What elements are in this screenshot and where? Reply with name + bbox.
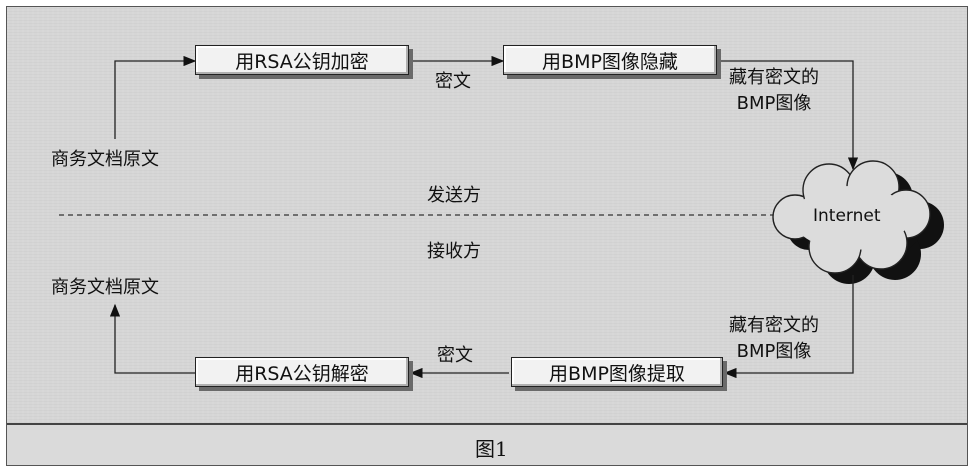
bmp-hide-box: 用BMP图像隐藏 bbox=[503, 45, 717, 75]
ciphertext-label-top: 密文 bbox=[435, 71, 471, 92]
caption-bar: 图1 bbox=[7, 423, 967, 465]
arrow-source-to-encrypt bbox=[114, 55, 197, 139]
rsa-decrypt-box: 用RSA公钥解密 bbox=[195, 357, 409, 387]
sender-side-label: 发送方 bbox=[427, 185, 481, 206]
stego-image-label-top: 藏有密文的 BMP图像 bbox=[729, 65, 819, 117]
result-document-label: 商务文档原文 bbox=[51, 277, 159, 298]
arrow-decrypt-to-result bbox=[109, 303, 195, 374]
arrow-internet-to-extract bbox=[723, 275, 854, 379]
figure-caption: 图1 bbox=[475, 437, 508, 461]
arrow-hide-to-internet bbox=[719, 60, 859, 171]
bmp-extract-box: 用BMP图像提取 bbox=[511, 357, 723, 387]
diagram-figure: 商务文档原文 用RSA公钥加密 密文 用BMP图像隐藏 藏有密文的 BMP图像 … bbox=[6, 6, 968, 466]
diagram-connectors bbox=[59, 55, 944, 379]
rsa-encrypt-box: 用RSA公钥加密 bbox=[195, 45, 409, 75]
receiver-side-label: 接收方 bbox=[427, 241, 481, 262]
source-document-label: 商务文档原文 bbox=[51, 149, 159, 170]
ciphertext-label-bottom: 密文 bbox=[437, 345, 473, 366]
stego-image-label-bottom: 藏有密文的 BMP图像 bbox=[729, 313, 819, 365]
stego-label-bottom-line1: 藏有密文的 bbox=[729, 315, 819, 336]
stego-label-top-line1: 藏有密文的 bbox=[729, 67, 819, 88]
internet-label: Internet bbox=[813, 206, 881, 226]
stego-label-top-line2: BMP图像 bbox=[736, 93, 812, 114]
stego-label-bottom-line2: BMP图像 bbox=[736, 341, 812, 362]
